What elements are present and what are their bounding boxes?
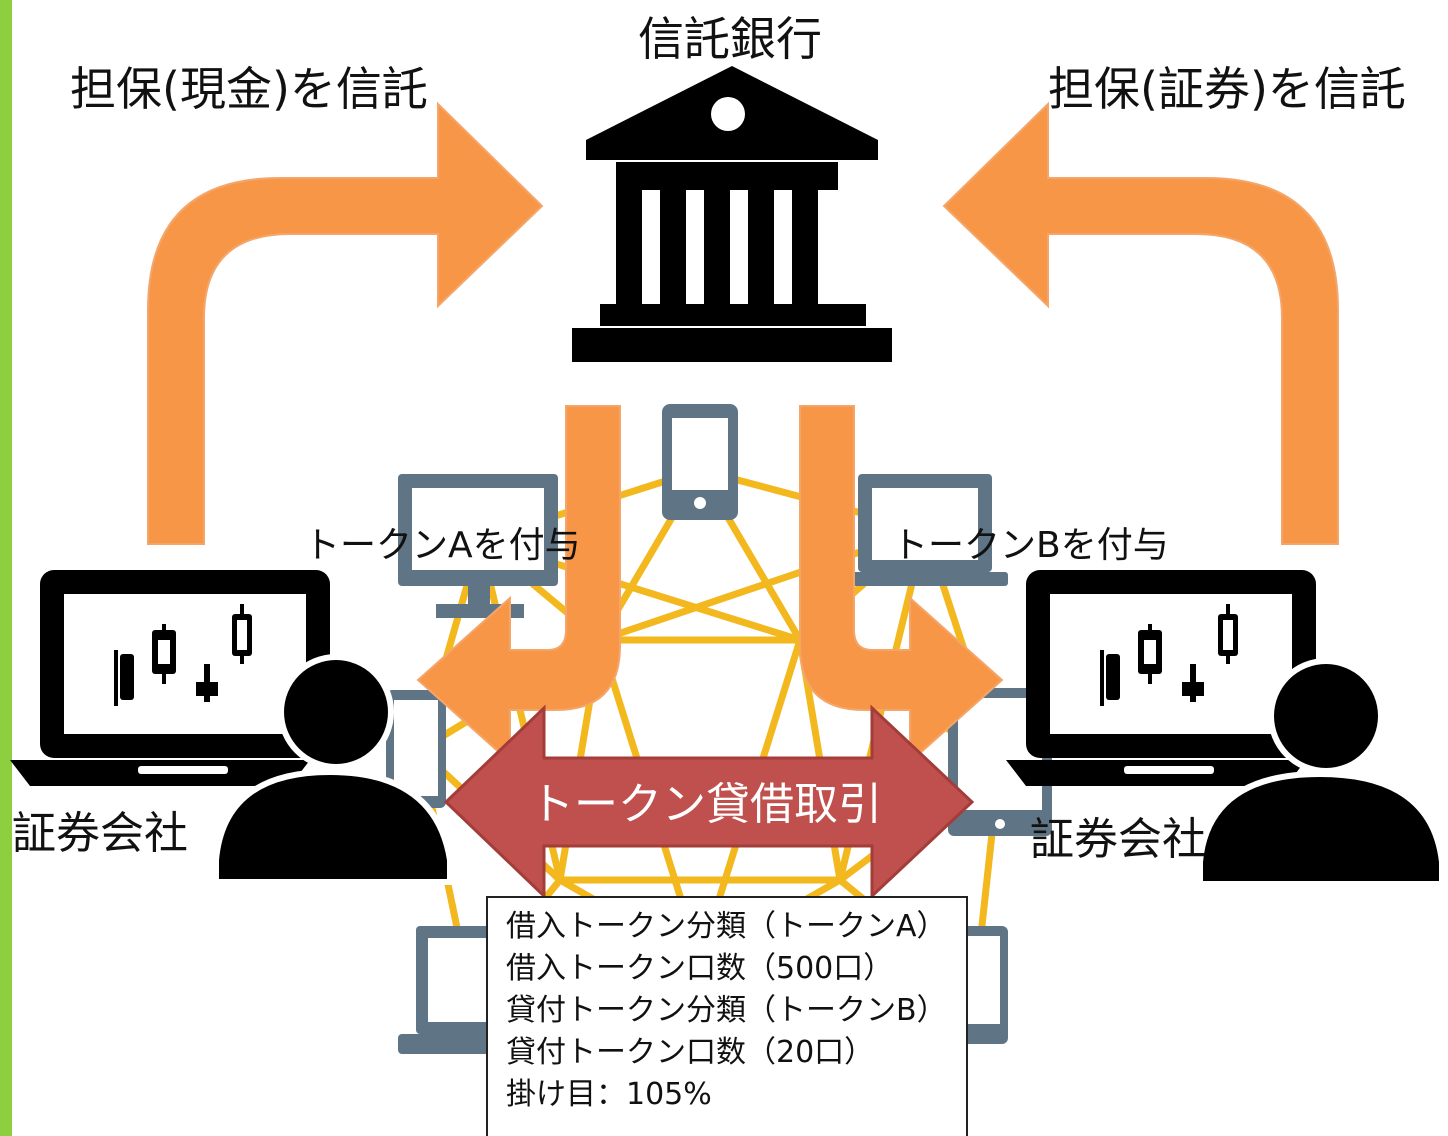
- detail-line: 掛け目：105%: [506, 1077, 712, 1112]
- deposit-label-left: 担保(現金)を信託: [70, 62, 428, 116]
- token-b-label: トークンBを付与: [892, 525, 1169, 566]
- detail-line: 借入トークン口数（500口）: [506, 951, 894, 986]
- company-label-left: 証券会社: [12, 808, 188, 859]
- detail-line: 貸付トークン口数（20口）: [506, 1035, 875, 1070]
- deposit-label-right: 担保(証券)を信託: [1048, 62, 1406, 116]
- trade-details-box: 借入トークン分類（トークンA） 借入トークン口数（500口） 貸付トークン分類（…: [486, 896, 968, 1136]
- bank-title: 信託銀行: [638, 12, 822, 66]
- lending-label: トークン貸借取引: [530, 779, 882, 830]
- detail-line: 貸付トークン分類（トークンB）: [506, 993, 947, 1028]
- token-arrow-left: [416, 405, 621, 765]
- lending-double-arrow: [443, 704, 975, 900]
- deposit-arrow-left: [147, 101, 544, 545]
- deposit-arrow-right: [942, 101, 1339, 545]
- company-label-right: 証券会社: [1030, 814, 1206, 865]
- detail-line: 借入トークン分類（トークンA）: [506, 909, 947, 944]
- token-a-label: トークンAを付与: [304, 525, 581, 566]
- bank-building-icon: [572, 66, 892, 362]
- accent-bar: [0, 0, 12, 1136]
- trader-icon-left: [10, 570, 453, 885]
- trader-icon-right: [1006, 570, 1316, 786]
